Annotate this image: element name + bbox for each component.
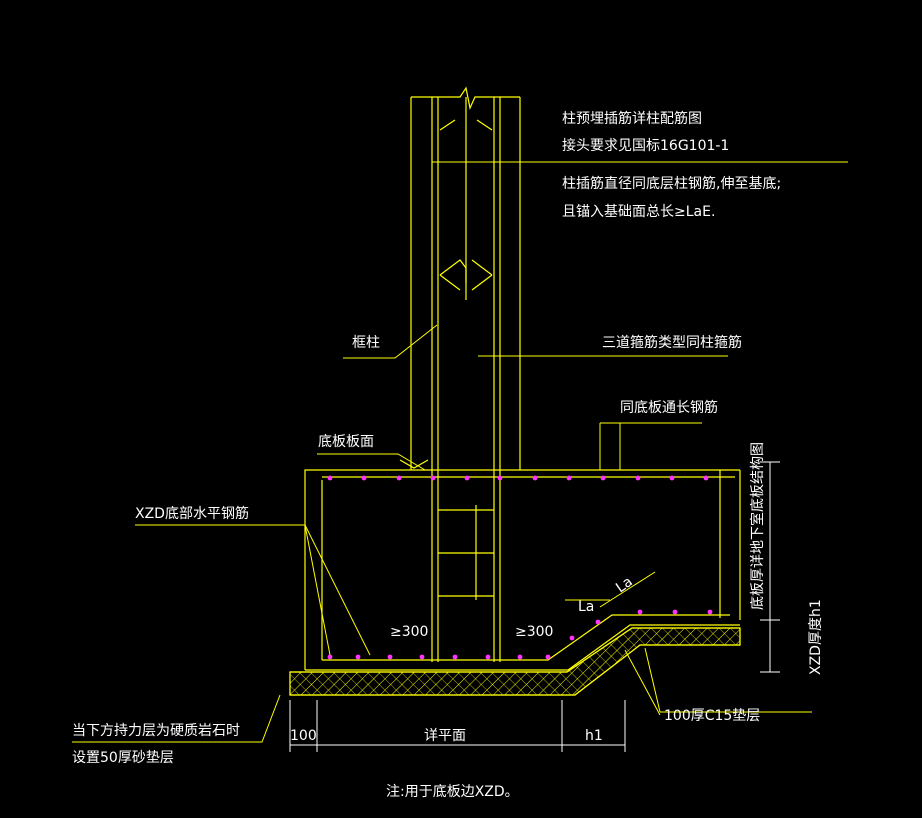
column-note-2: 接头要求见国标16G101-1 — [562, 137, 729, 154]
cushion-layer — [289, 627, 741, 696]
footer-note: 注:用于底板边XZD。 — [386, 784, 519, 800]
dim-plan: 详平面 — [424, 728, 466, 744]
frame-column — [410, 86, 521, 662]
la-label-1: La — [578, 599, 594, 615]
dim-100: 100 — [290, 728, 317, 744]
long-bars-label: 同底板通长钢筋 — [620, 399, 718, 416]
bottom-bars-label: XZD底部水平钢筋 — [135, 505, 249, 522]
dimension-lines — [289, 461, 780, 752]
column-note-1: 柱预埋插筋详柱配筋图 — [562, 110, 702, 127]
ge300-right: ≥300 — [515, 624, 553, 640]
rock-note-1: 当下方持力层为硬质岩石时 — [72, 723, 240, 739]
rebar-dots — [327, 475, 713, 660]
thickness-label: XZD厚度h1 — [808, 599, 824, 675]
cushion-label: 100厚C15垫层 — [664, 708, 760, 724]
footing-outline — [304, 459, 741, 671]
column-note-4: 且锚入基础面总长≥LaE. — [562, 203, 715, 220]
frame-column-label: 框柱 — [352, 335, 380, 351]
stirrup-label: 三道箍筋类型同柱箍筋 — [602, 334, 742, 351]
column-note-3: 柱插筋直径同底层柱钢筋,伸至基底; — [562, 175, 781, 192]
slab-top-label: 底板板面 — [318, 434, 374, 450]
stirrups — [438, 505, 494, 600]
side-note: 底板厚详地下室底板结构图 — [749, 442, 766, 610]
ge300-left: ≥300 — [390, 624, 428, 640]
la-label-2: La — [613, 574, 636, 597]
leader-lines — [72, 161, 848, 743]
rock-note-2: 设置50厚砂垫层 — [72, 750, 174, 766]
dim-h1: h1 — [585, 728, 603, 744]
